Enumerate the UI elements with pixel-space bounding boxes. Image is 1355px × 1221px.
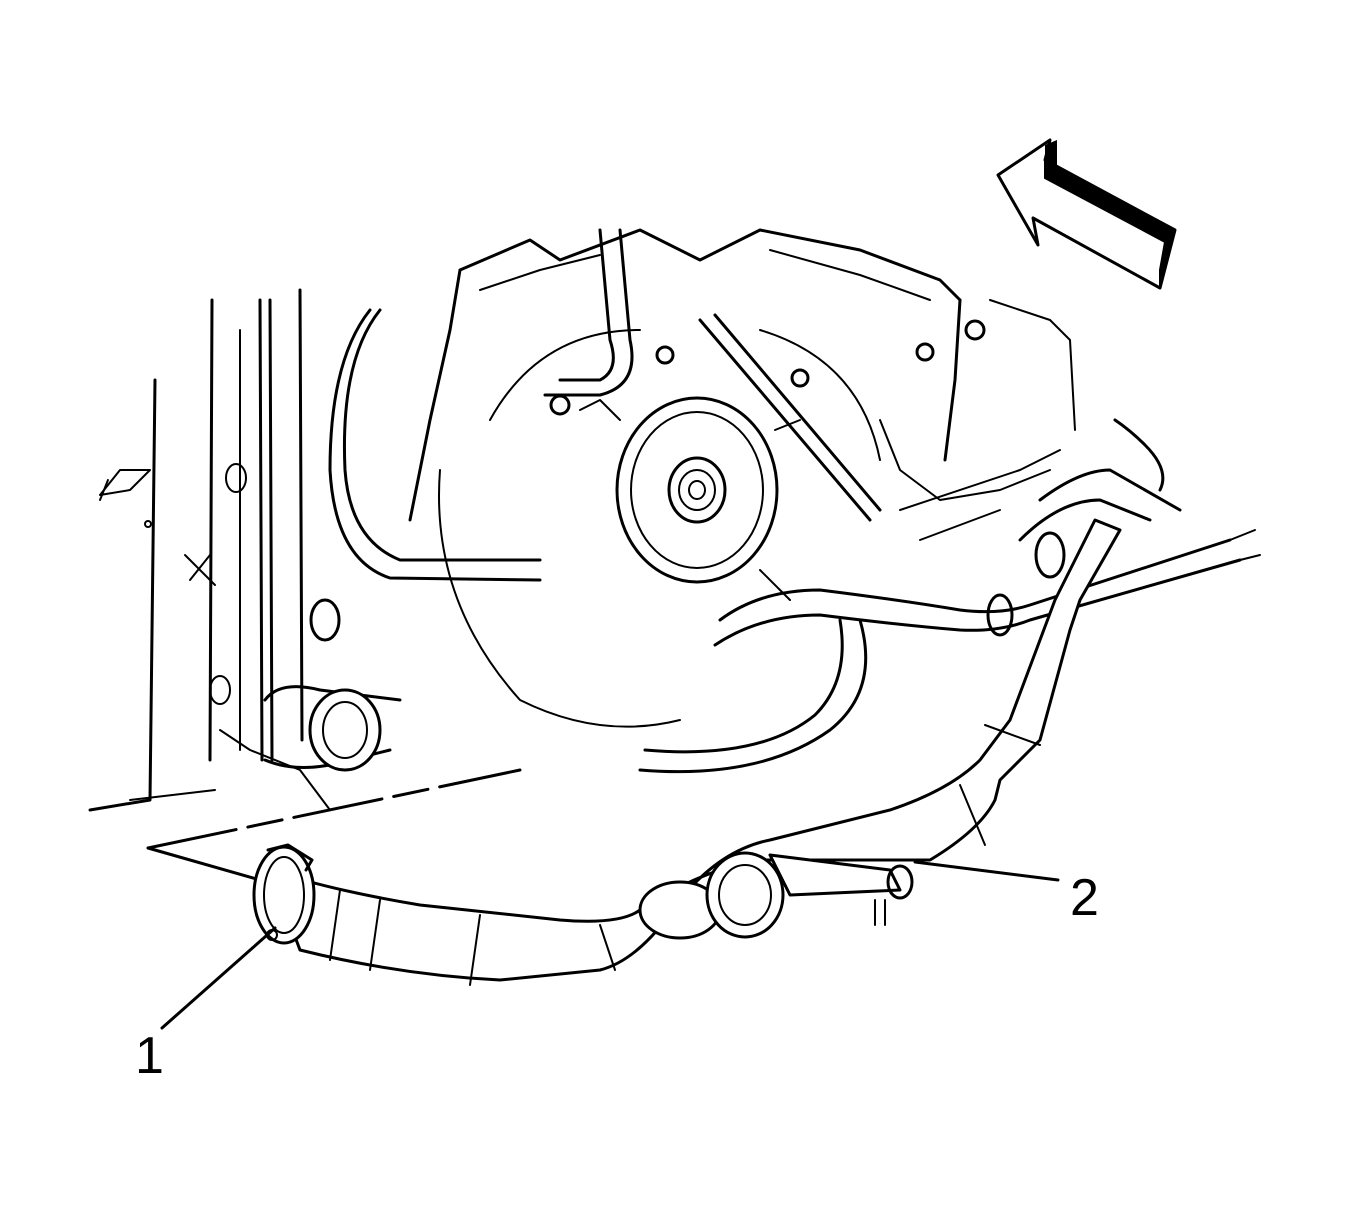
hose-clamp-1: [252, 843, 316, 945]
upper-hose: [986, 468, 1182, 637]
radiator-inlet: [219, 598, 402, 811]
fan-motor: [579, 396, 801, 601]
leader-line-2: [913, 860, 1060, 882]
wiring-harness: [328, 228, 1261, 774]
hose-clamp-2: [638, 851, 914, 940]
leader-line-1: [160, 926, 277, 1030]
reference-lines: [146, 554, 522, 882]
leader-lines: [160, 860, 1060, 1030]
callout-1: 1: [135, 1027, 164, 1085]
body-frame: [88, 288, 304, 812]
radiator-hose: [268, 518, 1122, 986]
fan-shroud: [408, 228, 1076, 728]
callout-2: 2: [1070, 869, 1099, 927]
direction-arrow-icon: [996, 138, 1177, 290]
